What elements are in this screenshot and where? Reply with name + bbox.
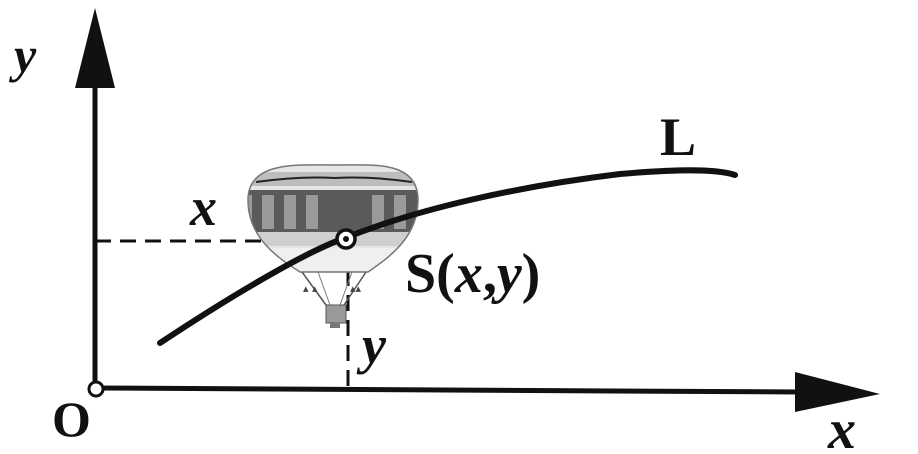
x-axis-arrow [795,372,880,412]
x-axis-line [94,385,801,395]
y-axis [75,8,115,388]
point-label: S(x,y) [405,243,540,305]
point-x: x [454,243,483,305]
x-distance-label: x [189,177,217,237]
x-axis [94,372,880,412]
svg-text:▴ ▴: ▴ ▴ [303,282,318,295]
origin-label: O [52,391,91,447]
y-axis-label: y [9,27,37,83]
curve-L [157,167,738,346]
y-axis-arrow [75,8,115,88]
point-y: y [491,243,523,305]
x-axis-label: x [827,399,856,454]
point-close-paren: ) [522,243,541,305]
curve-label: L [660,107,696,167]
point-open-paren: ( [436,243,455,305]
point-comma: , [483,243,497,305]
point-letter: S [405,243,436,305]
origin-point [87,380,105,398]
svg-text:▴▴: ▴▴ [350,282,362,295]
y-distance-label: y [356,315,387,375]
point-S-dot [343,236,349,242]
